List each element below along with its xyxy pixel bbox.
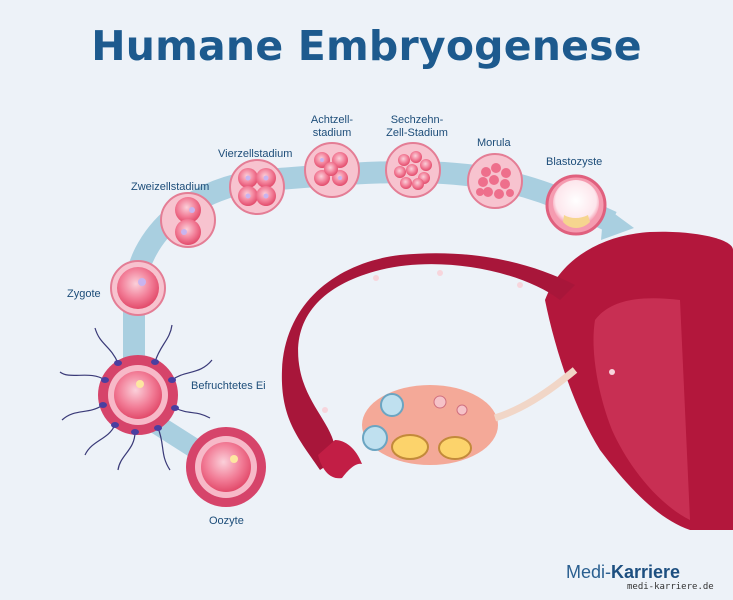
fertilized-egg — [98, 355, 178, 435]
label-achtzell-line2: stadium — [312, 127, 352, 139]
uterus-inner — [593, 298, 690, 520]
label-achtzellstadium: Achtzell- stadium — [302, 114, 362, 140]
path-arrow-head — [601, 206, 634, 240]
fimbriae — [318, 440, 362, 479]
blastocyst-stage — [545, 174, 607, 236]
oozyte-cell — [186, 427, 266, 507]
sperm-cells — [59, 324, 213, 471]
label-blastozyste: Blastozyste — [546, 156, 603, 168]
zygote-cell — [110, 260, 166, 316]
brand-part1: Medi- — [566, 562, 612, 582]
label-zweizellstadium: Zweizellstadium — [131, 181, 210, 193]
label-achtzell-line1: Achtzell- — [310, 114, 354, 126]
follicle — [438, 436, 472, 460]
label-sechzehn-zell-stadium: Sechzehn- Zell-Stadium — [381, 114, 453, 140]
brand-url: medi-karriere.de — [627, 582, 714, 592]
follicle — [391, 434, 429, 460]
four-cell-stage — [229, 159, 285, 215]
follicle — [380, 393, 404, 417]
eight-cell-stage — [304, 142, 360, 198]
label-vierzellstadium: Vierzellstadium — [218, 148, 293, 160]
label-zygote: Zygote — [67, 288, 101, 300]
morula-stage — [467, 153, 523, 209]
label-oozyte: Oozyte — [209, 515, 244, 527]
sixteen-cell-stage — [385, 142, 441, 198]
sperm-heads — [99, 359, 179, 435]
follicle — [362, 425, 388, 451]
ovary — [362, 385, 498, 465]
brand-logo: Medi-Karriere — [566, 562, 680, 583]
page-title: Humane Embryogenese — [91, 22, 642, 70]
ovarian-ligament — [493, 367, 578, 422]
fallopian-tube — [281, 253, 575, 470]
label-befruchtetes-ei: Befruchtetes Ei — [191, 380, 266, 392]
follicle — [433, 395, 447, 409]
follicle — [456, 404, 468, 416]
two-cell-stage — [160, 192, 216, 248]
label-morula: Morula — [477, 137, 511, 149]
label-sechzehn-line1: Sechzehn- — [390, 114, 444, 126]
label-sechzehn-line2: Zell-Stadium — [386, 127, 448, 139]
brand-part2: Karriere — [611, 562, 681, 582]
